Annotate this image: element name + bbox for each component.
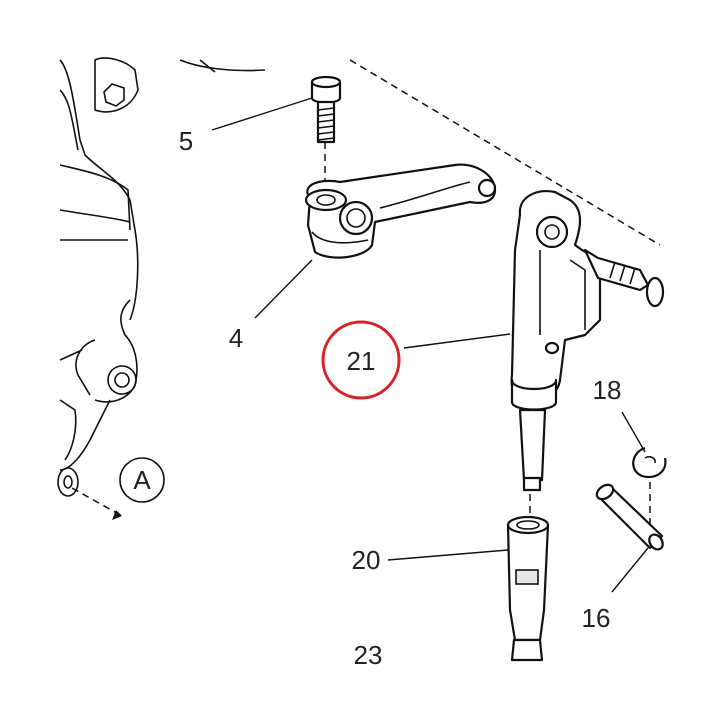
part-5-bolt	[310, 75, 342, 144]
leader-lines	[211, 97, 649, 593]
axis-line-view	[71, 487, 123, 517]
leader-21	[403, 333, 511, 349]
part-20-sleeve	[506, 515, 550, 662]
leader-5	[211, 97, 313, 131]
part-16-pin	[595, 483, 664, 551]
leader-18	[621, 411, 646, 453]
view-marker-label: A	[133, 465, 151, 495]
callout-21: 21	[347, 346, 376, 376]
highlight-circle	[321, 320, 401, 400]
callout-5: 5	[179, 126, 193, 156]
part-4-shift-lever	[304, 163, 497, 259]
axis-line-upper	[349, 59, 661, 246]
part-18-circlip	[632, 446, 667, 479]
callout-20: 20	[352, 545, 381, 575]
callout-16: 16	[582, 603, 611, 633]
callout-23: 23	[354, 640, 383, 670]
leader-4	[254, 259, 313, 319]
engine-housing	[57, 57, 266, 497]
leader-16	[611, 547, 649, 593]
part-21-linkage-rod	[510, 190, 665, 492]
callout-18: 18	[593, 375, 622, 405]
view-arrow-head	[112, 510, 122, 520]
leader-20	[387, 549, 509, 561]
callout-4: 4	[229, 323, 243, 353]
view-marker-circle	[119, 457, 165, 503]
